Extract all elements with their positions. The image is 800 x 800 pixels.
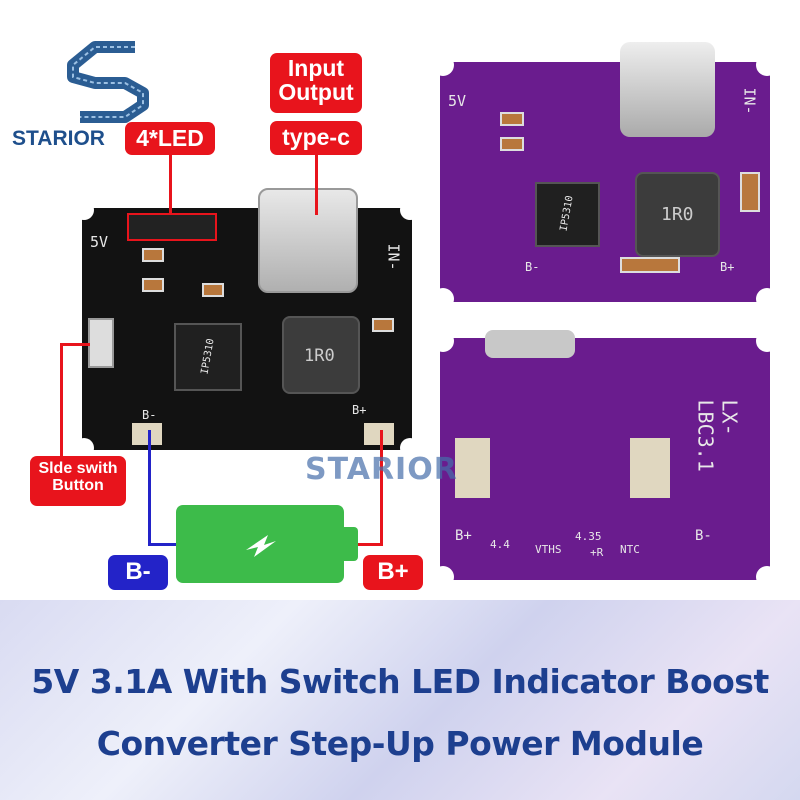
- io-line2: Output: [278, 79, 354, 106]
- io-callout: Input Output: [270, 53, 362, 113]
- logo-text: STARIOR: [12, 127, 105, 150]
- usb-typec-connector: [258, 188, 358, 293]
- b-minus-label: B-: [108, 555, 168, 590]
- switch-callout: Slde swith Button: [30, 456, 126, 506]
- title-banner: 5V 3.1A With Switch LED Indicator Boost …: [0, 600, 800, 800]
- black-pcb-module: 5V IN- IP5310 1R0 B- B+: [74, 200, 420, 458]
- led-callout: 4*LED: [125, 122, 215, 155]
- silk-5v: 5V: [90, 233, 109, 251]
- slide-switch: [88, 318, 114, 368]
- title-line1: 5V 3.1A With Switch LED Indicator Boost: [31, 662, 769, 701]
- watermark: STARIOR: [305, 452, 458, 487]
- b-plus-label: B+: [363, 555, 423, 590]
- brand-logo: [55, 35, 165, 155]
- lightning-icon: [246, 535, 276, 557]
- io-line1: Input: [287, 55, 345, 81]
- typec-callout: type-c: [270, 121, 362, 155]
- purple-pcb-top: 5V IN- IP5310 1R0 B- B+: [432, 42, 778, 310]
- title-line2: Converter Step-Up Power Module: [96, 724, 704, 763]
- battery-icon: [176, 505, 344, 583]
- purple-pcb-bottom: LX-LBC3.1 B+ B- VTHS NTC 4.35 4.4 +R: [432, 330, 778, 588]
- ic-chip: IP5310: [174, 323, 242, 391]
- silk-in: IN-: [384, 243, 403, 271]
- model-label: LX-LBC3.1: [693, 399, 742, 472]
- logo-s-icon: [67, 41, 149, 123]
- inductor: 1R0: [282, 316, 360, 394]
